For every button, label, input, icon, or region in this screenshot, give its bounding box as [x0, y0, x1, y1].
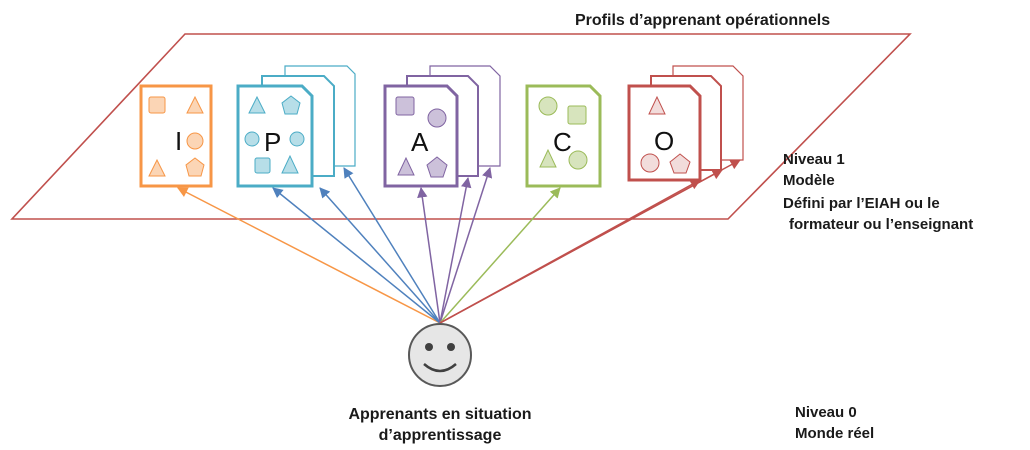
profile-card-i: I: [139, 84, 213, 188]
triangle-shape: [539, 148, 557, 168]
triangle-shape: [248, 95, 266, 114]
arrow-to-p-3: [343, 167, 441, 324]
level0-real-world: Monde réel: [795, 425, 875, 442]
triangle-shape: [648, 95, 666, 115]
square-shape: [254, 157, 271, 174]
arrows: [177, 159, 741, 324]
circle-shape: [427, 108, 447, 128]
circle-shape: [538, 96, 558, 116]
arrow-to-i: [177, 187, 441, 324]
profile-card-c: C: [525, 84, 602, 188]
profile-card-a: A: [383, 65, 501, 188]
triangle-shape: [397, 156, 415, 176]
level1-trainer: formateur ou l’enseignant: [789, 216, 974, 233]
level1-title: Niveau 1: [783, 151, 845, 168]
square-shape: [148, 96, 166, 114]
level1-defined-by: Défini par l’EIAH ou le: [783, 195, 940, 212]
profile-letter-i: I: [175, 126, 182, 156]
circle-shape: [186, 132, 204, 150]
level0-block: Niveau 0 Monde réel: [795, 402, 874, 444]
circle-shape: [289, 131, 305, 147]
learner-caption-line1: Apprenants en situation: [348, 406, 532, 423]
circle-shape: [640, 153, 660, 173]
level0-title: Niveau 0: [795, 404, 857, 421]
pentagon-shape: [185, 157, 205, 177]
triangle-shape: [148, 158, 166, 177]
learner-caption: Apprenants en situation d’apprentissage: [340, 404, 540, 446]
pentagon-shape: [426, 156, 448, 178]
level1-block: Niveau 1 Modèle Défini par l’EIAH ou le …: [783, 149, 973, 235]
triangle-shape: [186, 95, 204, 114]
profile-card-o: O: [627, 65, 744, 182]
profile-letter-c: C: [553, 127, 572, 157]
arrow-to-a-3: [439, 167, 493, 324]
arrow-to-p-2: [319, 187, 441, 324]
smiley-face-icon: [408, 323, 472, 387]
circle-shape: [568, 150, 588, 170]
triangle-shape: [281, 154, 299, 174]
circle-shape: [244, 131, 260, 147]
pentagon-shape: [669, 153, 691, 174]
square-shape: [395, 96, 415, 116]
level1-model-label: Modèle: [783, 172, 835, 189]
profile-card-p: P: [236, 65, 356, 188]
model-plane: [10, 33, 912, 220]
arrow-to-o-3: [439, 159, 741, 324]
square-shape: [567, 105, 587, 125]
arrow-to-p: [272, 187, 441, 324]
arrow-to-a: [417, 186, 441, 324]
arrow-to-c: [439, 187, 561, 324]
pentagon-shape: [281, 95, 301, 115]
profile-letter-a: A: [411, 127, 429, 157]
profile-letter-o: O: [654, 126, 674, 156]
plane-title: Profils d’apprenant opérationnels: [575, 12, 831, 29]
learner-caption-line2: d’apprentissage: [378, 427, 502, 444]
profile-letter-p: P: [264, 127, 281, 157]
arrow-to-a-2: [439, 176, 472, 324]
